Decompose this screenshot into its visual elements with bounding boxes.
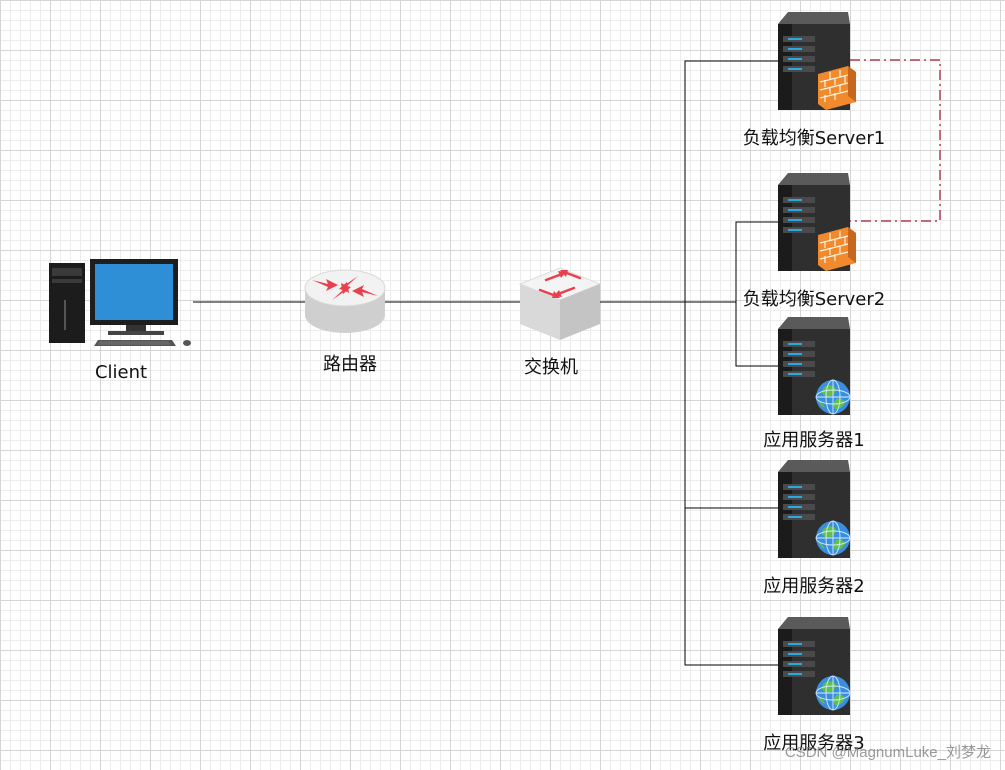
app-server-3-label: 应用服务器3	[763, 733, 865, 754]
router-label: 路由器	[323, 354, 377, 375]
app-server-1-label: 应用服务器1	[763, 430, 865, 451]
lb-server-2-icon	[778, 173, 857, 272]
link-bus-app3	[684, 302, 778, 666]
app-server-3-icon	[778, 617, 851, 715]
client-label: Client	[94, 362, 148, 383]
desktop-computer-icon	[49, 259, 191, 346]
app-server-1-icon	[778, 317, 851, 415]
lb-server-1-icon	[778, 12, 857, 111]
link-lb2-app1	[735, 221, 778, 367]
heartbeat-link	[850, 59, 941, 222]
router-icon	[304, 269, 386, 333]
connections	[193, 60, 778, 666]
app-server-2-icon	[778, 460, 851, 558]
lb-server-1-label: 负载均衡Server1	[742, 128, 886, 149]
app-server-2-label: 应用服务器2	[763, 576, 865, 597]
watermark: CSDN @MagnumLuke_刘梦龙	[784, 744, 991, 761]
link-bus-lb1	[684, 60, 778, 302]
network-switch-icon	[518, 267, 602, 340]
switch-label: 交换机	[524, 357, 578, 378]
lb-server-2-label: 负载均衡Server2	[742, 289, 886, 310]
